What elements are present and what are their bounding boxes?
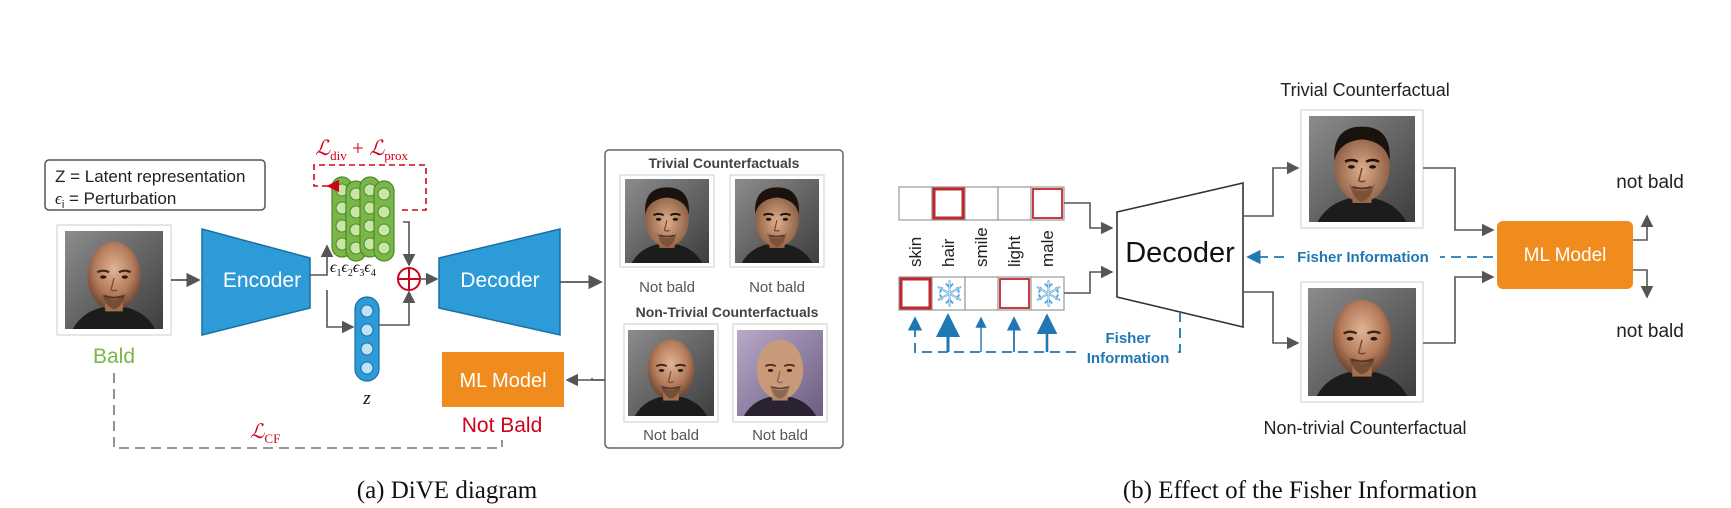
trivial-b-title: Trivial Counterfactual: [1280, 80, 1449, 100]
fisher-mid-label: Fisher Information: [1297, 249, 1429, 266]
output-top: not bald: [1616, 172, 1684, 193]
arrow-decoder-trivial: [1243, 161, 1300, 217]
legend-perturbation: ϵi = Perturbation: [55, 189, 176, 211]
loss-div-prox: ℒdiv + ℒprox: [315, 136, 409, 163]
arrow-nontrivial-model: [1423, 270, 1495, 344]
cf-caption-1: Not bald: [639, 279, 695, 296]
decoder-b-block: [1116, 181, 1244, 329]
epsilon-labels: ϵ1ϵ2ϵ3ϵ4: [330, 259, 376, 279]
attr-hair: hair: [939, 238, 958, 267]
cf-image-1: [624, 179, 710, 263]
caption-b: (b) Effect of the Fisher Information: [1123, 477, 1478, 504]
loss-cf-loop: [113, 373, 503, 449]
trivial-title: Trivial Counterfactuals: [649, 155, 800, 171]
ml-model-a-label: ML Model: [459, 370, 546, 392]
encoder-block: [201, 228, 311, 336]
cf-caption-4: Not bald: [752, 427, 808, 444]
cf-image-4: [737, 329, 823, 417]
arrow-encoder-z: [326, 290, 355, 334]
z-vector: [354, 296, 380, 382]
caption-a: (a) DiVE diagram: [357, 477, 538, 504]
loss-cf: ℒCF: [250, 421, 280, 446]
cf-image-3: [628, 329, 714, 417]
decoder-b-label: Decoder: [1125, 237, 1235, 269]
nontrivial-b-title: Non-trivial Counterfactual: [1263, 418, 1466, 438]
attribute-labels: skin hair smile light male: [906, 227, 1057, 267]
nontrivial-title: Non-Trivial Counterfactuals: [636, 304, 819, 320]
cf-caption-2: Not bald: [749, 279, 805, 296]
trivial-b-image: [1307, 116, 1417, 222]
epsilon-column-4: [373, 180, 395, 262]
fisher-bottom-label-2: Information: [1087, 350, 1170, 367]
fisher-bottom-loop: [907, 312, 1181, 353]
attr-smile: smile: [972, 227, 991, 267]
legend-box: [44, 159, 266, 211]
arrow-out-top: [1633, 214, 1654, 241]
latent-row-top: [898, 186, 1065, 221]
panel-b: skin hair smile light male Decoder: [898, 80, 1684, 504]
ml-model-a: [442, 352, 564, 407]
fisher-bottom-label-bg: [1080, 326, 1176, 368]
encoder-label: Encoder: [223, 269, 301, 292]
latent-row-bottom: [898, 276, 1065, 311]
decoder-block: [438, 228, 561, 336]
input-bald-image: [63, 231, 165, 329]
attr-light: light: [1005, 236, 1024, 267]
sum-operator: [397, 267, 421, 291]
fisher-arrows: [936, 313, 1058, 352]
arrow-encoder-eps: [310, 244, 334, 276]
z-label: z: [362, 388, 371, 409]
arrow-out-bottom: [1633, 269, 1654, 299]
arrow-top-decoder: [1064, 202, 1114, 235]
arrow-eps-plus: [402, 221, 416, 267]
legend-latent: Z = Latent representation: [55, 167, 245, 186]
decoder-label: Decoder: [460, 269, 539, 292]
cf-image-2: [734, 179, 820, 263]
attr-skin: skin: [906, 237, 925, 267]
arrow-z-plus: [379, 290, 416, 326]
arrow-trivial-model: [1423, 167, 1495, 237]
panel-a: Z = Latent representation ϵi = Perturbat…: [44, 136, 844, 504]
attr-male: male: [1038, 230, 1057, 267]
prediction-label: Not Bald: [462, 414, 543, 437]
arrow-bottom-decoder: [1064, 265, 1114, 294]
epsilon-stack: [331, 176, 395, 262]
input-label: Bald: [93, 345, 135, 368]
loss-div-prox-loop: [313, 164, 427, 211]
ml-model-b-label: ML Model: [1524, 245, 1607, 266]
fisher-bottom-label-1: Fisher: [1105, 330, 1150, 347]
arrow-decoder-nontrivial: [1243, 291, 1300, 350]
nontrivial-b-image: [1307, 288, 1417, 396]
cf-caption-3: Not bald: [643, 427, 699, 444]
ml-model-b: [1497, 221, 1633, 289]
output-bottom: not bald: [1616, 321, 1684, 342]
